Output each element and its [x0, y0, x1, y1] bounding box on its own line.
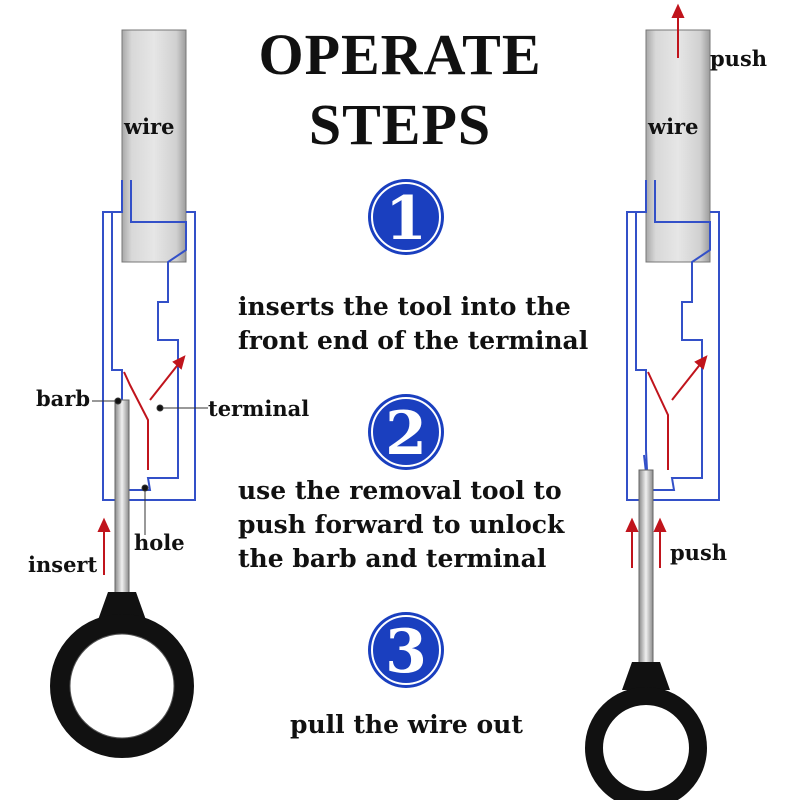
step-1-text: inserts the tool into the front end of t… — [238, 290, 588, 358]
left-barb — [123, 371, 149, 470]
left-tool-ring — [50, 614, 194, 758]
right-wire-label: wire — [648, 114, 699, 139]
step-2-text: use the removal tool to push forward to … — [238, 474, 564, 576]
step-3-line-1: pull the wire out — [290, 710, 523, 739]
step-2-badge: 2 — [368, 394, 444, 470]
insert-label: insert — [28, 552, 98, 577]
right-tool-grip — [622, 662, 670, 690]
left-wire — [121, 29, 187, 263]
step-3-badge: 3 — [368, 612, 444, 688]
right-push-top-arrow — [671, 3, 685, 58]
left-tool-grip — [98, 592, 146, 620]
step-2-number: 2 — [385, 399, 427, 469]
right-tool-ring — [585, 687, 707, 800]
title-line-2: STEPS — [308, 92, 492, 157]
step-2-line-2: push forward to unlock — [238, 510, 565, 539]
left-tool-shaft — [114, 399, 130, 601]
right-push-bottom-label: push — [670, 540, 728, 565]
step-3-number: 3 — [385, 617, 427, 687]
right-barb — [647, 371, 669, 470]
right-push-bottom-arrows — [625, 517, 667, 568]
left-unlock-arrow — [149, 355, 186, 401]
right-wire — [645, 29, 711, 263]
right-push-top-label: push — [710, 46, 768, 71]
step-1-badge: 1 — [368, 179, 444, 255]
right-tool-shaft — [638, 469, 654, 671]
hole-label: hole — [134, 530, 185, 555]
step-1-number: 1 — [385, 184, 427, 254]
title-line-1: OPERATE — [258, 22, 542, 87]
left-insert-arrow — [97, 517, 111, 575]
step-1-line-2: front end of the terminal — [238, 326, 589, 355]
step-1-line-1: inserts the tool into the — [238, 292, 571, 321]
left-wire-label: wire — [124, 114, 175, 139]
step-2-line-3: the barb and terminal — [238, 544, 547, 573]
right-housing — [626, 180, 720, 501]
step-3-text: pull the wire out — [290, 708, 523, 742]
terminal-label: terminal — [208, 396, 310, 421]
barb-label: barb — [36, 386, 91, 411]
step-2-line-1: use the removal tool to — [238, 476, 562, 505]
right-unlock-arrow — [671, 355, 708, 401]
